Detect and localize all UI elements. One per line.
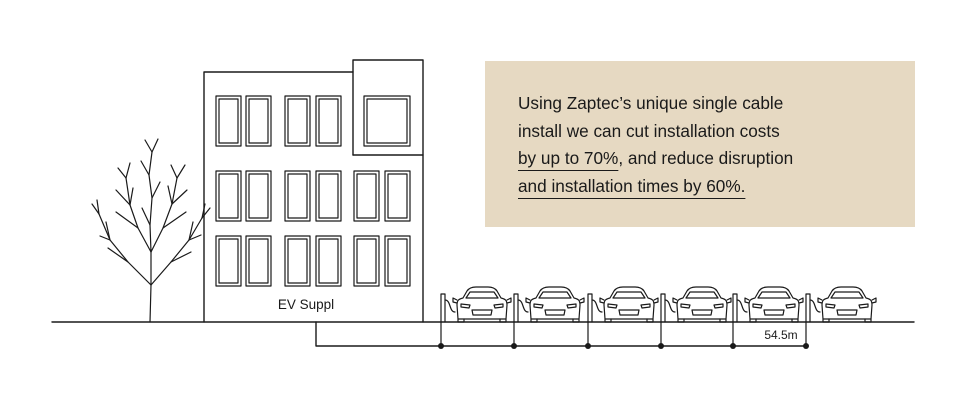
cable-length-label: 54.5m [764,328,797,342]
junction-dot [730,343,736,349]
window-2-2 [284,235,311,287]
building-windows [215,95,411,287]
charger-icon [660,293,676,347]
charger-icon [587,293,603,347]
cable [315,321,807,347]
car-icon [817,286,877,323]
junction-dot [585,343,591,349]
window-right-1 [384,170,411,222]
car-icon [744,286,804,323]
junction-dot [438,343,444,349]
window-0-1 [245,95,272,147]
car-icon [672,286,732,323]
window-0-3 [315,95,342,147]
junction-dot [511,343,517,349]
window-right-0 [353,170,380,222]
window-1-3 [315,170,342,222]
building-icon [203,59,424,323]
window-2-1 [245,235,272,287]
callout-line-4: and installation times by 60%. [518,175,746,196]
building-label: EV Suppl [278,297,334,312]
callout-line-1: Using Zaptec’s unique single cable [518,93,784,113]
window-1-0 [215,170,242,222]
window-0-0 [215,95,242,147]
car-icon [525,286,585,323]
window-2-0 [215,235,242,287]
callout-highlight: by up to 70% [518,148,619,168]
info-callout: Using Zaptec’s unique single cable insta… [485,61,915,227]
junction-dot [803,343,809,349]
callout-text: Using Zaptec’s unique single cable insta… [518,90,895,200]
junction-dot [658,343,664,349]
window-1-1 [245,170,272,222]
tree-icon [91,138,211,323]
charger-icon [805,293,821,347]
car-icon [452,286,512,323]
window-2-3 [315,235,342,287]
window-right-2 [353,235,380,287]
window-0-2 [284,95,311,147]
callout-line-2: install we can cut installation costs [518,120,780,141]
callout-line-3: , and reduce disruption [618,148,794,168]
charger-icon [440,293,456,347]
window-tower [363,95,411,147]
charger-icon [513,293,529,347]
car-icon [599,286,659,323]
charger-icon [732,293,748,347]
window-1-2 [284,170,311,222]
charger-row [438,286,877,349]
window-right-3 [384,235,411,287]
